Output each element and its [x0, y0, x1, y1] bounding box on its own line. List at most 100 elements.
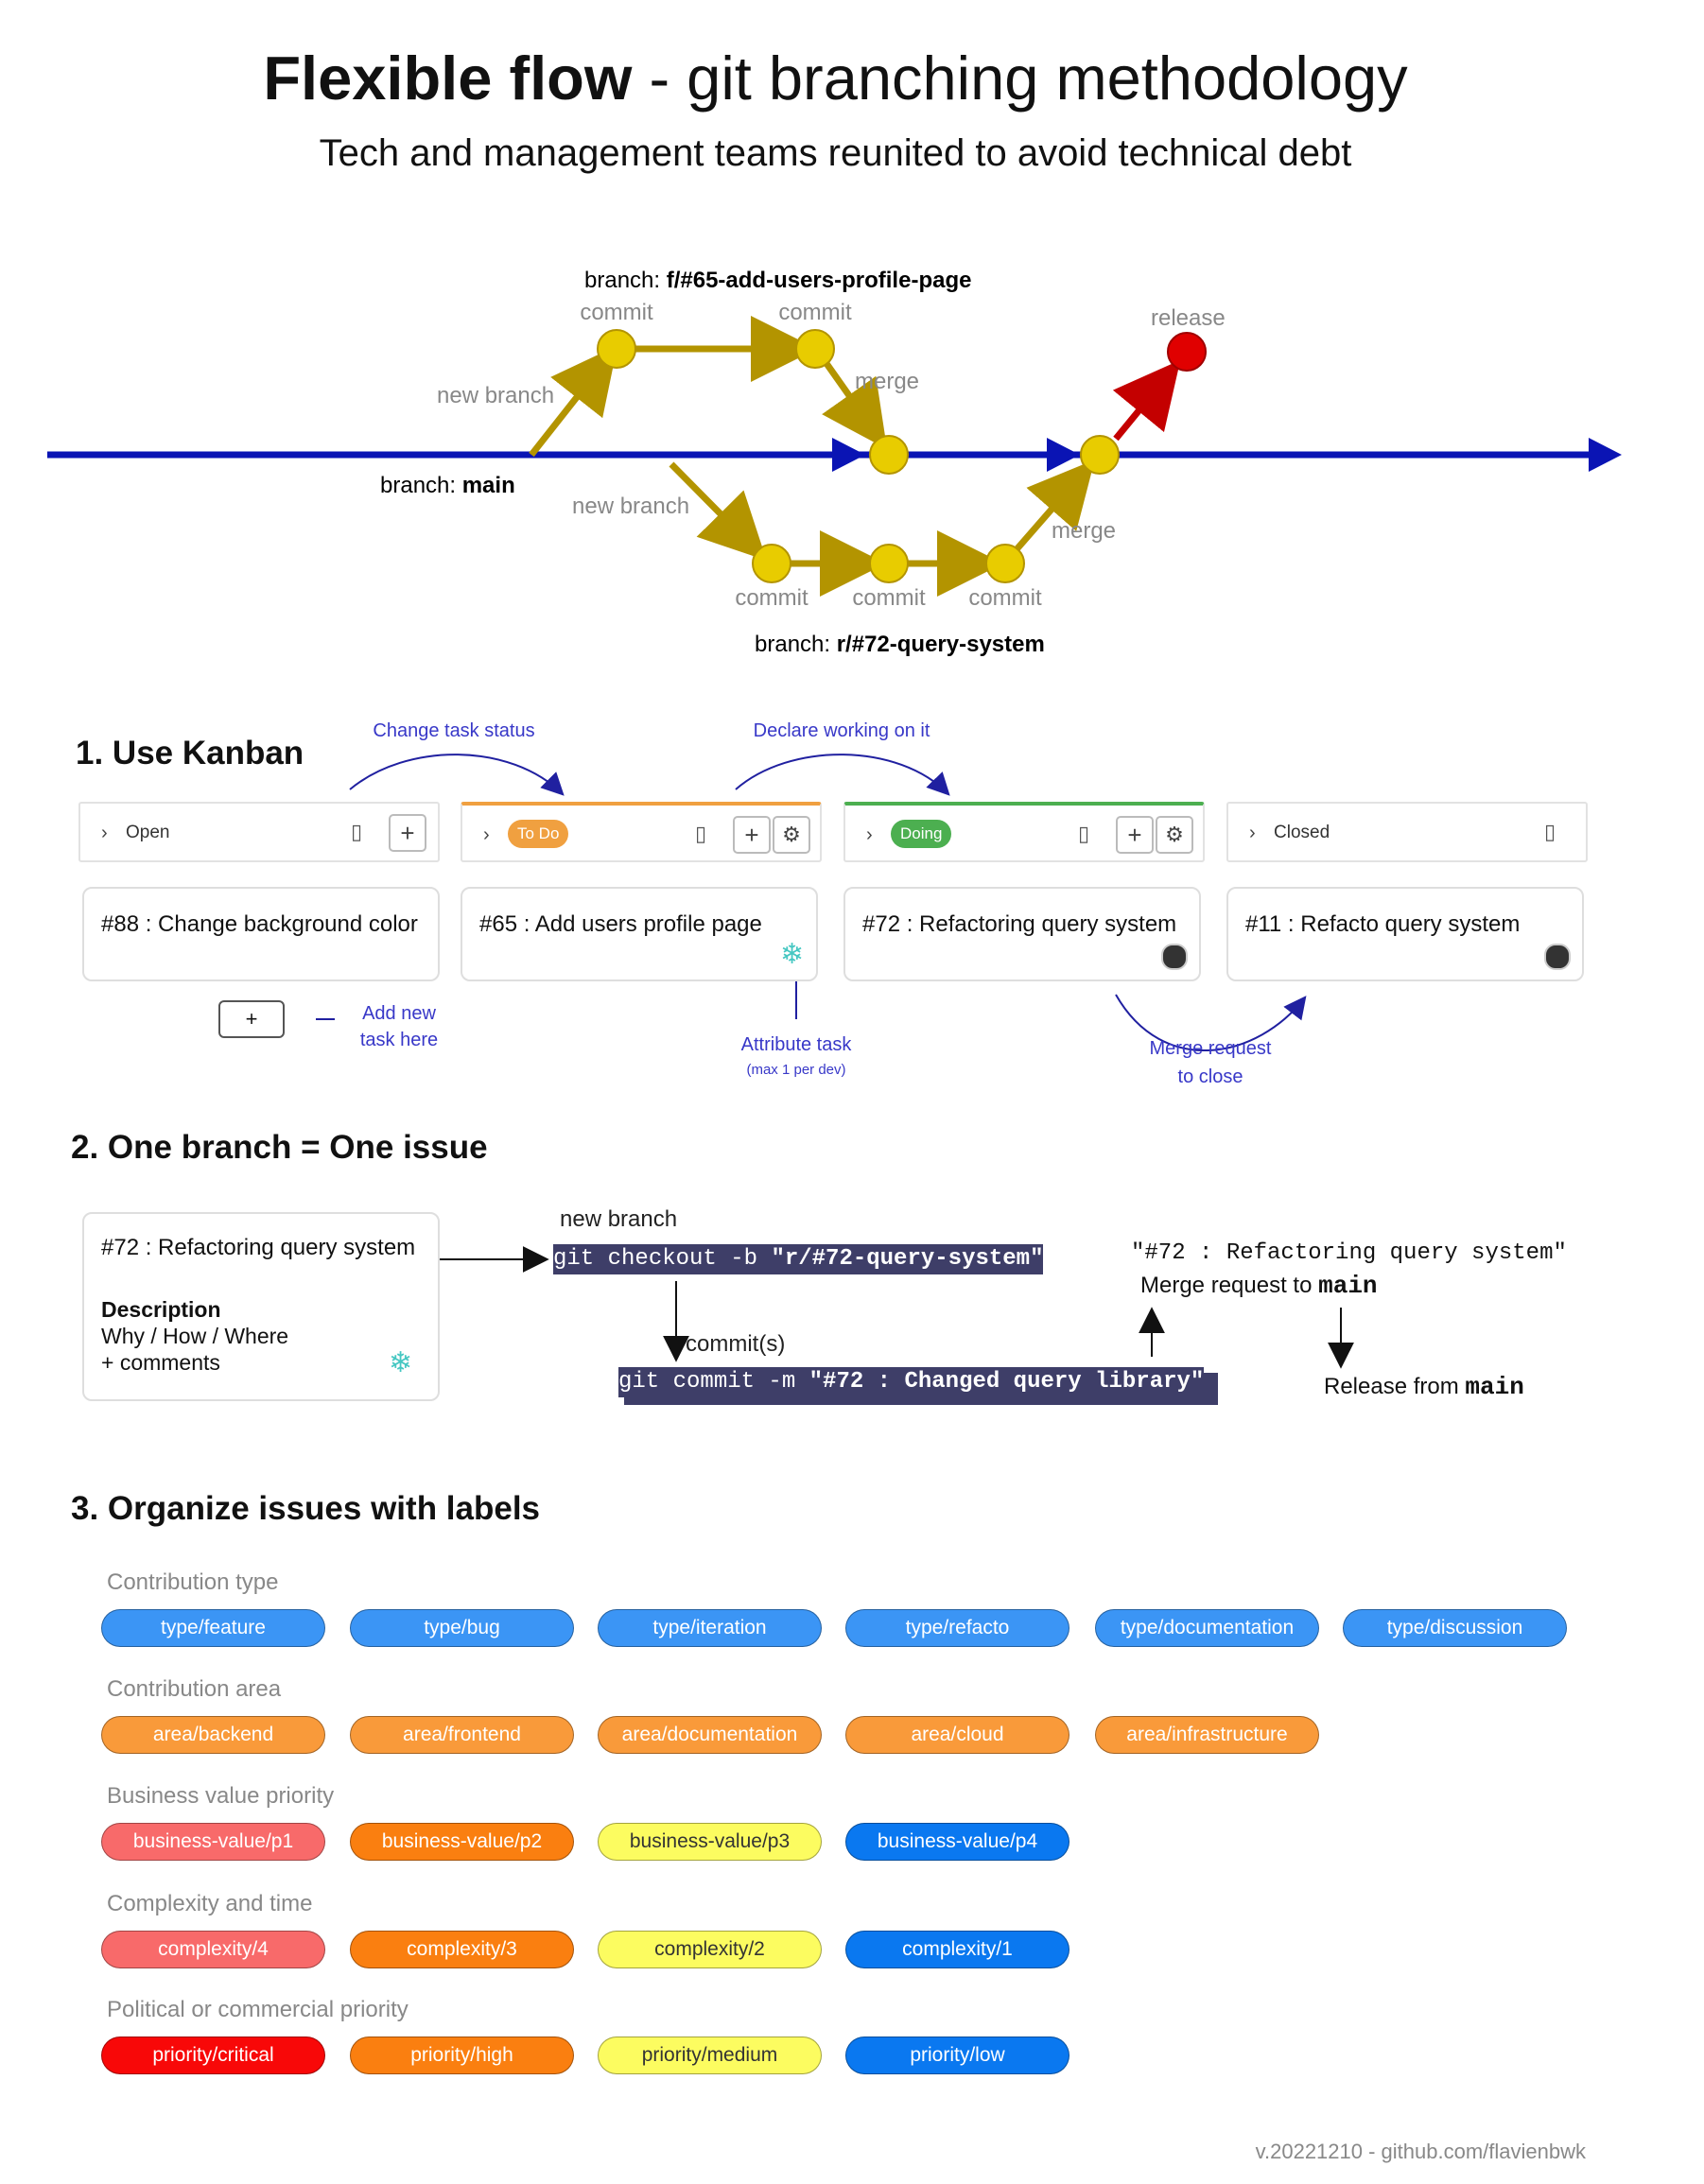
column-label: Closed [1274, 823, 1330, 842]
user-avatar [1161, 944, 1188, 970]
issue-card[interactable]: #65 : Add users profile page ❄ [461, 887, 818, 981]
main-mid-arrowhead-1 [832, 438, 865, 472]
column-header-open: › Open ▯ + [78, 802, 440, 862]
issue-icon[interactable]: ▯ [1078, 822, 1090, 845]
release-node [1167, 332, 1207, 372]
label-tag[interactable]: type/feature [101, 1609, 325, 1647]
column-label-pill: To Do [508, 820, 569, 848]
description-label: Description [101, 1297, 221, 1322]
new-branch-label: new branch [437, 383, 554, 408]
chevron-right-icon[interactable]: › [483, 824, 490, 845]
label-group-title: Complexity and time [107, 1891, 313, 1916]
label-tag[interactable]: complexity/2 [598, 1931, 822, 1968]
add-task-button[interactable]: + [218, 1000, 285, 1038]
settings-gear-icon[interactable]: ⚙ [773, 816, 810, 854]
declare-working-arrow [735, 754, 950, 796]
column-label-pill: Doing [891, 820, 952, 848]
label-tag[interactable]: complexity/4 [101, 1931, 325, 1968]
settings-gear-icon[interactable]: ⚙ [1156, 816, 1193, 854]
commit-label: commit [580, 300, 653, 325]
column-header-doing: › Doing ▯ + ⚙ [843, 802, 1205, 862]
label-group-title: Contribution type [107, 1569, 279, 1595]
issue-icon[interactable]: ▯ [695, 822, 707, 845]
new-branch-label: new branch [572, 494, 689, 519]
label-tag[interactable]: priority/critical [101, 2037, 325, 2074]
label-tag[interactable]: area/backend [101, 1716, 325, 1754]
chevron-right-icon[interactable]: › [1249, 823, 1256, 843]
column-header-todo: › To Do ▯ + ⚙ [461, 802, 822, 862]
label-tag[interactable]: type/discussion [1343, 1609, 1567, 1647]
label-tag[interactable]: area/documentation [598, 1716, 822, 1754]
issue-card-title: #65 : Add users profile page [479, 911, 762, 937]
label-group-title: Political or commercial priority [107, 1997, 409, 2022]
label-tag[interactable]: business-value/p2 [350, 1823, 574, 1861]
merge-request-title: "#72 : Refactoring query system" [1131, 1240, 1567, 1266]
issue-icon[interactable]: ▯ [1544, 820, 1556, 843]
label-tag[interactable]: priority/high [350, 2037, 574, 2074]
release-line: Release from main [1324, 1373, 1524, 1401]
label-tag[interactable]: business-value/p4 [845, 1823, 1069, 1861]
issue-card-title: #11 : Refacto query system [1245, 911, 1521, 937]
label-tag[interactable]: business-value/p3 [598, 1823, 822, 1861]
feature-new-branch-arrow [529, 345, 617, 458]
merge-label: merge [1052, 518, 1116, 544]
merge-close-note-line-2: to close [1177, 1066, 1243, 1087]
commit-node [752, 544, 791, 583]
commit-arg: "#72 : Changed query library" [809, 1369, 1205, 1395]
add-issue-button[interactable]: + [733, 816, 771, 854]
snowflake-avatar-icon: ❄ [780, 939, 805, 970]
label-tag[interactable]: area/frontend [350, 1716, 574, 1754]
chevron-right-icon[interactable]: › [101, 823, 108, 843]
add-issue-button[interactable]: + [389, 814, 426, 852]
commit-node [985, 544, 1025, 583]
title-bold: Flexible flow [263, 43, 633, 113]
new-branch-text: new branch [560, 1206, 678, 1232]
declare-working-note: Declare working on it [753, 720, 930, 741]
label-tag[interactable]: type/refacto [845, 1609, 1069, 1647]
commits-text: commit(s) [686, 1331, 786, 1357]
commit-node [597, 329, 636, 369]
label-tag[interactable]: complexity/3 [350, 1931, 574, 1968]
label-tag[interactable]: area/infrastructure [1095, 1716, 1319, 1754]
issue-detail-card[interactable]: #72 : Refactoring query system Descripti… [82, 1212, 440, 1401]
commit-command: git commit -m "#72 : Changed query libra… [618, 1367, 1205, 1397]
issue-card[interactable]: #11 : Refacto query system [1226, 887, 1584, 981]
label-tag[interactable]: priority/medium [598, 2037, 822, 2074]
main-end-arrowhead [1589, 438, 1622, 472]
label-tag[interactable]: type/bug [350, 1609, 574, 1647]
label-tag[interactable]: type/documentation [1095, 1609, 1319, 1647]
commit-cmd: git commit -m [618, 1369, 809, 1395]
merge-node [1080, 435, 1120, 475]
kanban-heading: 1. Use Kanban [76, 735, 304, 771]
add-task-note-line-1: Add new [362, 1003, 436, 1024]
add-issue-button[interactable]: + [1116, 816, 1154, 854]
column-header-closed: › Closed ▯ [1226, 802, 1588, 862]
issue-card[interactable]: #72 : Refactoring query system [843, 887, 1201, 981]
merge-close-note: Merge request to close [1116, 1034, 1305, 1091]
feature-merge-arrow [822, 359, 888, 450]
attribute-task-note: Attribute task (max 1 per dev) [702, 1034, 891, 1078]
label-tag[interactable]: area/cloud [845, 1716, 1069, 1754]
chevron-right-icon[interactable]: › [866, 824, 873, 845]
label-group-title: Contribution area [107, 1676, 282, 1702]
add-task-note: Add new task here [342, 1000, 456, 1053]
refacto-merge-arrow [1015, 459, 1095, 551]
issue-icon[interactable]: ▯ [351, 820, 363, 843]
release-label: release [1151, 305, 1226, 331]
issue-card[interactable]: #88 : Change background color [82, 887, 440, 981]
label-tag[interactable]: type/iteration [598, 1609, 822, 1647]
release-text: Release from [1324, 1374, 1466, 1399]
merge-request-line: Merge request to main [1140, 1272, 1378, 1300]
snowflake-avatar-icon: ❄ [389, 1347, 413, 1378]
refacto-new-branch-arrow [669, 461, 767, 561]
attribute-task-note-line-2: (max 1 per dev) [746, 1062, 846, 1078]
checkout-command: git checkout -b "r/#72-query-system" [553, 1244, 1044, 1274]
label-tag[interactable]: priority/low [845, 2037, 1069, 2074]
checkout-arg: "r/#72-query-system" [771, 1246, 1044, 1272]
commit-label: commit [735, 585, 809, 611]
label-tag[interactable]: business-value/p1 [101, 1823, 325, 1861]
label-tag[interactable]: complexity/1 [845, 1931, 1069, 1968]
merge-request-target: main [1318, 1272, 1378, 1300]
labels-heading: 3. Organize issues with labels [71, 1490, 541, 1527]
